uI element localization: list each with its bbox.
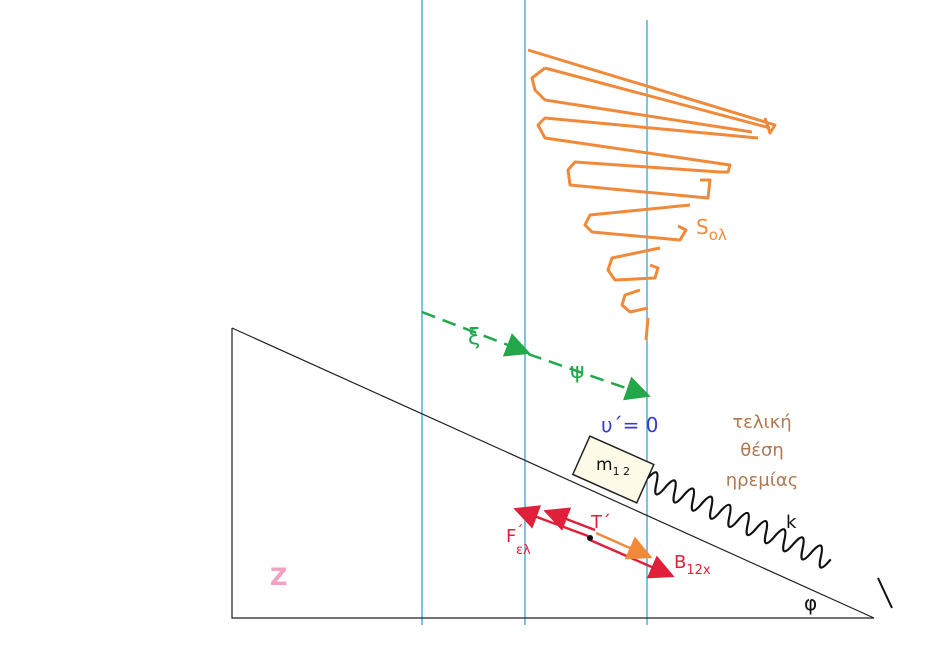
tension-label: T΄	[590, 512, 611, 533]
point-z-label: Z	[270, 563, 287, 591]
spring-coil	[647, 471, 832, 569]
elastic-force-label: F΄	[506, 524, 523, 547]
xi-label: ξ	[468, 325, 480, 350]
s-total-label: Sολ	[696, 215, 727, 244]
angle-label: φ	[804, 591, 817, 615]
spring-wall	[877, 577, 893, 609]
final-position-line1: τελική	[732, 412, 791, 433]
mass-label: m1 2	[596, 455, 630, 478]
tension-orange-arrow	[595, 531, 653, 560]
velocity-label: υ΄= 0	[601, 413, 658, 437]
psi-label: ψ	[570, 359, 585, 384]
spiral-top-zigzag	[530, 66, 771, 134]
elastic-force-sub: ελ	[516, 543, 531, 558]
spiral-path	[527, 48, 777, 341]
psi-arrow	[527, 352, 651, 401]
tension-arrow	[543, 507, 596, 532]
mass-block	[571, 435, 655, 504]
incline-plane	[231, 327, 875, 619]
weight-component-arrow	[589, 538, 675, 579]
weight-component-label: B12x	[674, 552, 711, 578]
final-position-line3: ηρεμίας	[726, 470, 799, 491]
force-origin-point	[587, 535, 593, 541]
xi-arrow	[421, 310, 531, 357]
final-position-line2: θέση	[740, 440, 784, 461]
spring-k-label: k	[786, 512, 797, 533]
